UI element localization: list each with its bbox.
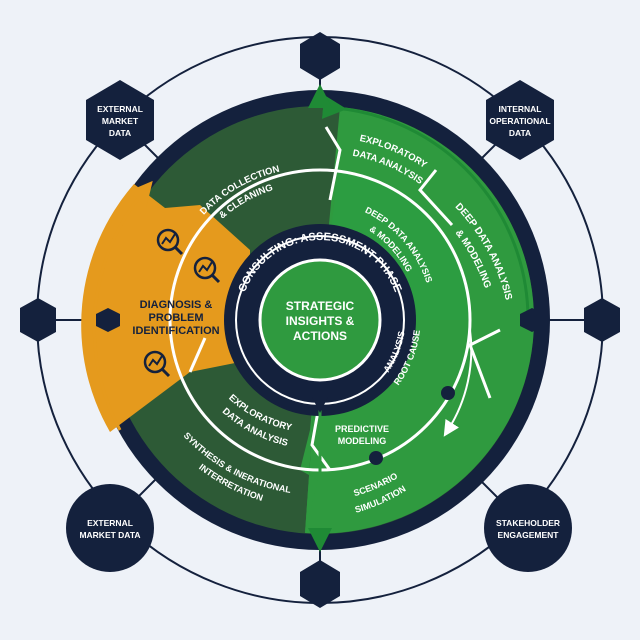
magnifier-chart-icon	[193, 256, 221, 284]
node-bottom-right: STAKEHOLDER ENGAGEMENT	[484, 484, 572, 572]
svg-text:IDENTIFICATION: IDENTIFICATION	[132, 325, 219, 337]
svg-text:MODELING: MODELING	[338, 436, 387, 446]
svg-text:PROBLEM: PROBLEM	[149, 312, 204, 324]
magnifier-chart-icon	[143, 350, 171, 378]
segment-predictive: PREDICTIVE MODELING	[335, 424, 389, 446]
hex-right	[584, 298, 620, 342]
segment-diagnosis: DIAGNOSIS & PROBLEM IDENTIFICATION	[132, 299, 219, 337]
svg-text:MARKET DATA: MARKET DATA	[79, 530, 140, 540]
center-circle	[258, 258, 382, 382]
hex-left	[20, 298, 56, 342]
orange-cycle-arrow	[92, 180, 153, 431]
svg-text:EXTERNAL: EXTERNAL	[87, 518, 133, 528]
marker-dot	[441, 386, 455, 400]
node-top-left: EXTERNAL MARKET DATA	[86, 80, 154, 160]
hex-bottom	[300, 560, 340, 608]
hex-top	[300, 32, 340, 80]
svg-text:PREDICTIVE: PREDICTIVE	[335, 424, 389, 434]
svg-text:INSIGHTS &: INSIGHTS &	[286, 314, 355, 328]
svg-text:DIAGNOSIS &: DIAGNOSIS &	[140, 299, 213, 311]
junction-hexagons	[20, 32, 620, 608]
node-top-right: INTERNAL OPERATIONAL DATA	[486, 80, 554, 160]
svg-text:MARKET: MARKET	[102, 116, 139, 126]
marker-dot	[369, 451, 383, 465]
white-cycle-arrow	[443, 329, 473, 437]
green-cycle-arrow	[321, 94, 530, 319]
center-title: STRATEGIC INSIGHTS & ACTIONS	[286, 299, 355, 343]
svg-text:STAKEHOLDER: STAKEHOLDER	[496, 518, 560, 528]
svg-text:INTERNAL: INTERNAL	[499, 104, 542, 114]
svg-text:STRATEGIC: STRATEGIC	[286, 299, 355, 313]
svg-text:ENGAGEMENT: ENGAGEMENT	[498, 530, 560, 540]
node-bottom-left: EXTERNAL MARKET DATA	[66, 484, 154, 572]
svg-text:EXTERNAL: EXTERNAL	[97, 104, 143, 114]
magnifier-chart-icon	[156, 228, 184, 256]
svg-text:OPERATIONAL: OPERATIONAL	[489, 116, 550, 126]
svg-text:ACTIONS: ACTIONS	[293, 329, 347, 343]
diagnosis-wedge	[81, 184, 251, 432]
hex-left-small	[96, 308, 120, 332]
hex-right-small	[520, 308, 544, 332]
svg-text:DATA: DATA	[109, 128, 131, 138]
svg-text:DATA: DATA	[509, 128, 531, 138]
